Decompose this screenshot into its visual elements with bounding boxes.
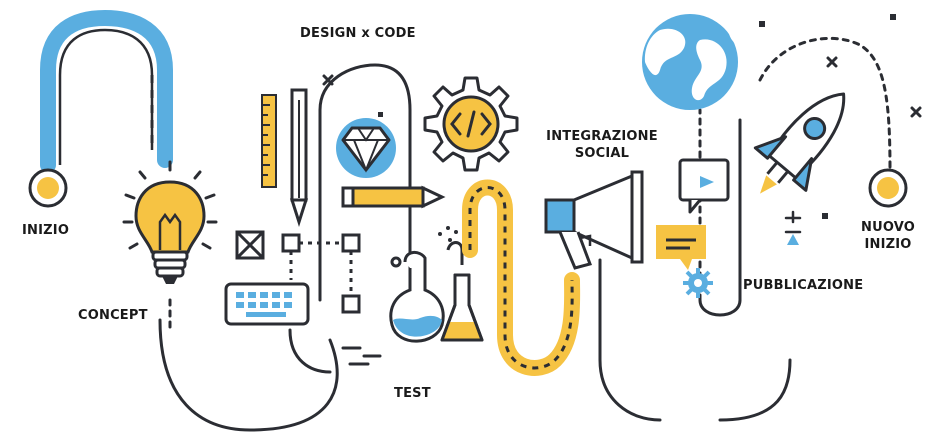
pencil-icon (289, 88, 309, 227)
path-design-loop (318, 63, 412, 302)
label-test: TEST (394, 386, 431, 401)
arrow-pencil (341, 185, 446, 209)
chat-bubble-icon (656, 225, 706, 270)
label-integrazione-line1: INTEGRAZIONE (546, 129, 658, 144)
start-node (28, 168, 68, 208)
settings-icon (683, 268, 713, 298)
label-nuovo-inizio: NUOVO INIZIO (856, 219, 920, 253)
label-nuovo-line2: INIZIO (864, 237, 912, 252)
end-node (868, 168, 908, 208)
label-pubblicazione: PUBBLICAZIONE (743, 278, 864, 293)
label-design-code: DESIGN x CODE (300, 26, 416, 41)
ruler-icon (261, 94, 277, 188)
path-start-arch (40, 9, 173, 173)
label-inizio: INIZIO (22, 223, 70, 238)
lightbulb-icon (122, 160, 218, 284)
decor-marks (322, 56, 922, 118)
code-gear-icon (423, 76, 519, 172)
label-integrazione-line2: SOCIAL (574, 146, 630, 161)
globe-icon (642, 14, 738, 110)
keyboard-icon (224, 282, 310, 326)
video-play-icon (678, 158, 730, 214)
label-integrazione-social: INTEGRAZIONE SOCIAL (538, 128, 666, 162)
diamond-icon (336, 118, 396, 178)
megaphone-icon (544, 170, 644, 270)
flask-icon (389, 226, 484, 343)
label-nuovo-line1: NUOVO (860, 220, 916, 235)
label-concept: CONCEPT (78, 308, 148, 323)
rocket-icon (753, 92, 846, 194)
wireframe-icon (235, 230, 361, 314)
path-bottom-loop (158, 318, 339, 432)
